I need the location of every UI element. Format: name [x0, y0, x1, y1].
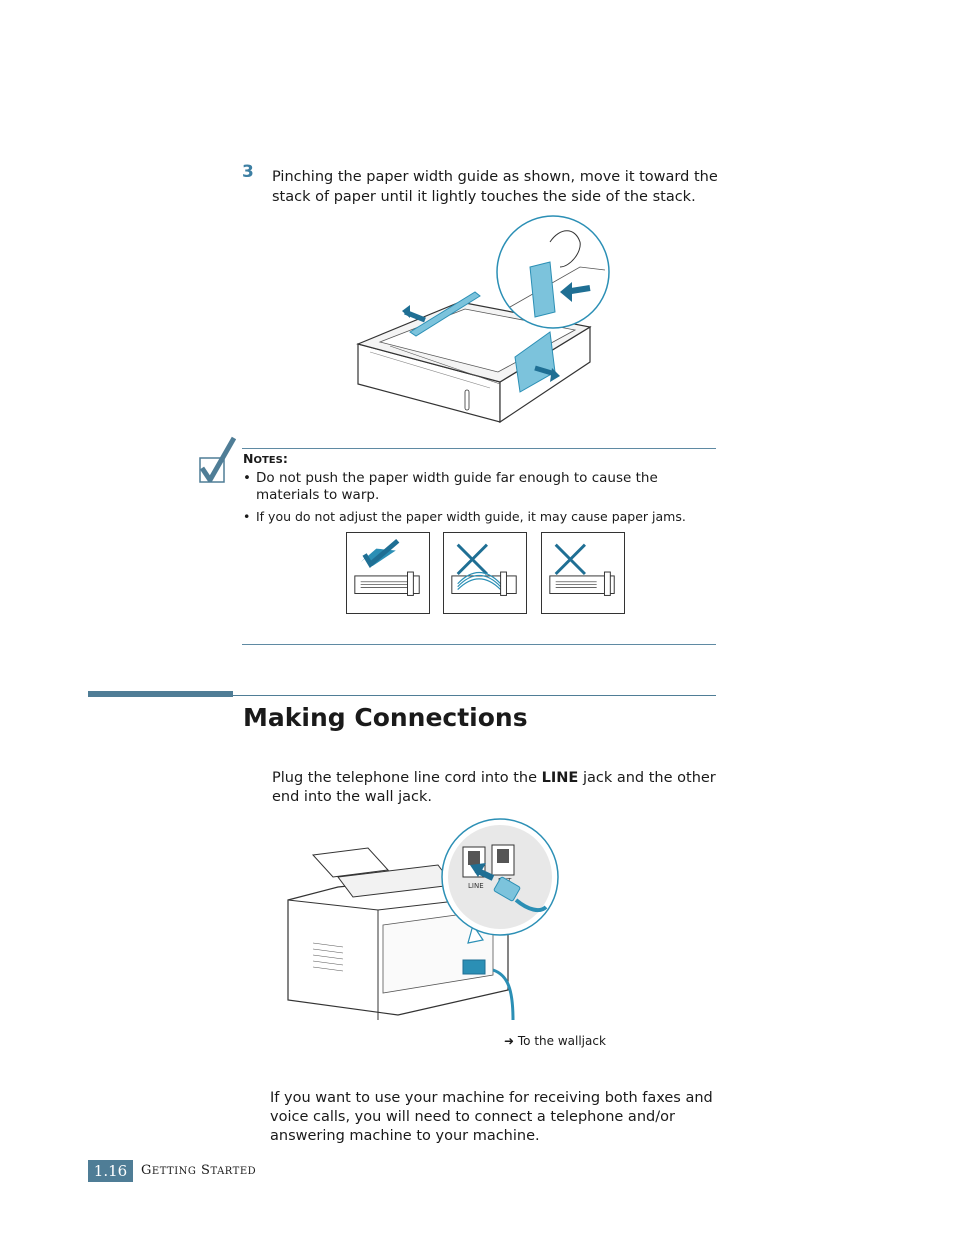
checkmark-note-icon [199, 436, 236, 483]
line-jack-label: LINE [468, 882, 484, 890]
notes-top-rule [242, 448, 716, 449]
footer-section-name: GETTING STARTED [141, 1163, 257, 1178]
correct-guide-example [346, 532, 430, 614]
paper-tray-illustration [356, 215, 610, 424]
notes-title: NOTES: [243, 451, 288, 466]
step-instruction: Pinching the paper width guide as shown,… [272, 169, 718, 205]
connection-instruction: Plug the telephone line cord into the LI… [272, 770, 716, 805]
walljack-caption: ➜ To the walljack [504, 1034, 606, 1048]
incorrect-guide-example-loose [541, 532, 625, 614]
incorrect-guide-example-warped [443, 532, 527, 614]
closing-paragraph: If you want to use your machine for rece… [270, 1090, 713, 1144]
step-number: 3 [242, 162, 254, 182]
note-item: •If you do not adjust the paper width gu… [243, 509, 686, 524]
section-rule [233, 695, 716, 696]
notes-bottom-rule [242, 644, 716, 645]
page-number: 1.16 [88, 1160, 133, 1182]
fax-connection-illustration: LINE EXT [287, 818, 559, 1021]
note-item: •Do not push the paper width guide far e… [243, 470, 658, 503]
section-accent-bar [88, 691, 233, 697]
section-title: Making Connections [243, 703, 528, 732]
